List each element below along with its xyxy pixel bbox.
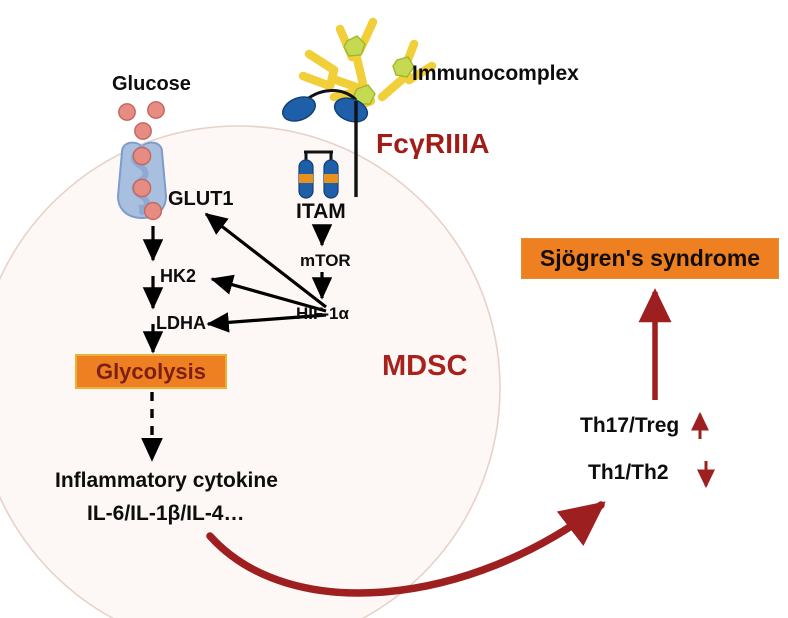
cytokine-list-label: IL-6/IL-1β/IL-4… [87, 502, 245, 525]
glut1-transporter-icon [116, 141, 168, 221]
sjogrens-syndrome-box: Sjögren's syndrome [521, 238, 779, 279]
glycolysis-box: Glycolysis [75, 354, 227, 389]
mtor-label: mTOR [300, 251, 351, 270]
glut1-label: GLUT1 [168, 188, 234, 210]
cell-membrane [0, 125, 501, 618]
arrow-cytokine-to-th-balance [206, 501, 606, 597]
itam-domains-icon [298, 159, 339, 199]
antigen-shapes [343, 35, 415, 105]
arrow-hif-to-glut1 [204, 212, 327, 309]
ratio-direction-arrows [691, 411, 715, 489]
itam-label: ITAM [296, 200, 346, 223]
th17-treg-ratio-label: Th17/Treg [580, 414, 680, 437]
arrow-hif-to-hk2 [210, 274, 327, 313]
arrow-hif-to-ldha [206, 312, 327, 333]
black-pathway-arrows [142, 212, 333, 354]
th1-th2-ratio-label: Th1/Th2 [588, 461, 669, 484]
mdsc-cell-label: MDSC [382, 350, 468, 382]
glucose-label: Glucose [112, 73, 191, 95]
fcgr3a-label: FcγRIIIA [376, 128, 490, 159]
hif1a-label: HIF-1α [296, 304, 349, 323]
ldha-label: LDHA [156, 313, 206, 333]
fcgr3a-receptor-icon [282, 89, 369, 197]
inflammatory-cytokine-heading: Inflammatory cytokine [55, 469, 278, 492]
glucose-molecules [118, 101, 165, 140]
immunocomplex-label: Immunocomplex [412, 62, 579, 85]
hk2-label: HK2 [160, 266, 197, 286]
